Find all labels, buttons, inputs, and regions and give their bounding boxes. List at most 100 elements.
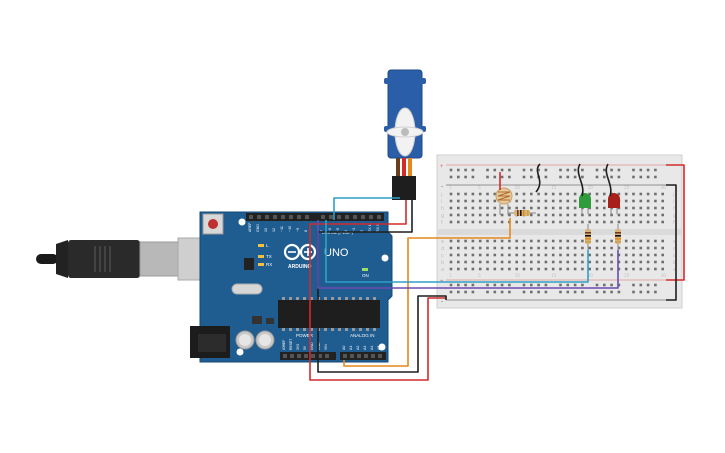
breadboard-hole (632, 220, 635, 224)
breadboard-hole (551, 220, 555, 224)
breadboard-hole (551, 213, 555, 217)
chip-pin (373, 328, 376, 331)
digital-pin-label: TX 1 (368, 224, 372, 232)
digital-pin-label: 8 (304, 230, 308, 232)
rail-hole (639, 168, 643, 172)
breadboard-hole (617, 260, 621, 264)
rail-hole (654, 283, 657, 287)
rail-hole (537, 168, 540, 172)
breadboard-hole (471, 260, 475, 264)
breadboard-hole (493, 267, 497, 271)
rail-hole (449, 283, 453, 287)
rail-hole (617, 175, 621, 179)
breadboard-hole (639, 246, 643, 250)
digital-pin-label: GND (256, 224, 260, 232)
breadboard-hole (566, 206, 570, 210)
wire-green-led (325, 220, 589, 283)
row-letter: j (440, 192, 442, 198)
breadboard-hole (486, 206, 489, 210)
column-number: 10 (515, 273, 521, 278)
breadboard-hole (661, 213, 664, 217)
rail-hole (639, 290, 643, 294)
rail-hole (603, 283, 606, 287)
breadboard-hole (639, 199, 643, 203)
rail-hole (646, 175, 650, 179)
breadboard-hole (573, 206, 577, 210)
breadboard-hole (544, 253, 548, 257)
led-l (258, 244, 264, 247)
breadboard-hole (588, 246, 591, 250)
breadboard-hole (610, 260, 613, 264)
rail-hole (449, 168, 453, 172)
breadboard-hole (449, 206, 453, 210)
breadboard-hole (464, 246, 467, 250)
breadboard-hole (471, 246, 475, 250)
breadboard-hole (661, 206, 664, 210)
rail-hole (537, 290, 540, 294)
column-number: 1 (449, 273, 452, 278)
servo-connector (392, 176, 416, 200)
breadboard-hole (661, 246, 664, 250)
breadboard-hole (515, 260, 518, 264)
column-number: 1 (449, 185, 452, 190)
rail-hole (508, 168, 511, 172)
rail-hole (632, 175, 635, 179)
breadboard-hole (646, 206, 650, 210)
rail-hole (573, 175, 577, 179)
breadboard-hole (449, 246, 453, 250)
column-number: 20 (588, 273, 594, 278)
breadboard-hole (581, 220, 584, 224)
breadboard-hole (551, 199, 555, 203)
rail-hole (457, 290, 460, 294)
breadboard-hole (493, 220, 497, 224)
breadboard-hole (530, 253, 533, 257)
breadboard-hole (515, 246, 518, 250)
rail-hole (566, 290, 570, 294)
wire-rail-minus-bridge (666, 184, 677, 301)
breadboard-hole (595, 199, 599, 203)
breadboard-hole (544, 267, 548, 271)
breadboard-hole (639, 267, 643, 271)
breadboard-hole (639, 206, 643, 210)
breadboard-hole (617, 267, 621, 271)
breadboard-hole (478, 246, 482, 250)
servo-wire-brown (396, 158, 400, 176)
breadboard-hole (493, 239, 497, 243)
breadboard-hole (661, 253, 664, 257)
breadboard-hole (632, 192, 635, 196)
breadboard-hole (551, 260, 555, 264)
breadboard-hole (508, 239, 511, 243)
breadboard-hole (573, 199, 577, 203)
rail-hole (610, 283, 613, 287)
breadboard-hole (500, 220, 504, 224)
breadboard-hole (595, 260, 599, 264)
breadboard-hole (573, 260, 577, 264)
breadboard-hole (581, 253, 584, 257)
mount-hole (378, 343, 386, 351)
breadboard-hole (559, 246, 562, 250)
rail-hole (632, 168, 635, 172)
breadboard-hole (508, 260, 511, 264)
rail-hole (544, 290, 548, 294)
regulator (252, 316, 262, 324)
rail-hole (573, 283, 577, 287)
breadboard-hole (654, 213, 657, 217)
breadboard-hole (559, 253, 562, 257)
breadboard-hole (449, 260, 453, 264)
breadboard-hole (559, 239, 562, 243)
breadboard-hole (603, 253, 606, 257)
column-number: 15 (551, 185, 557, 190)
breadboard-hole (624, 213, 628, 217)
breadboard-hole (464, 199, 467, 203)
reset-button-cap[interactable] (208, 219, 218, 229)
rail-hole (530, 175, 533, 179)
chip-pin (331, 328, 334, 331)
rail-plus-label: + (440, 164, 444, 170)
power-title: POWER (296, 333, 314, 338)
breadboard-hole (457, 260, 460, 264)
breadboard-hole (646, 260, 650, 264)
breadboard-hole (566, 260, 570, 264)
